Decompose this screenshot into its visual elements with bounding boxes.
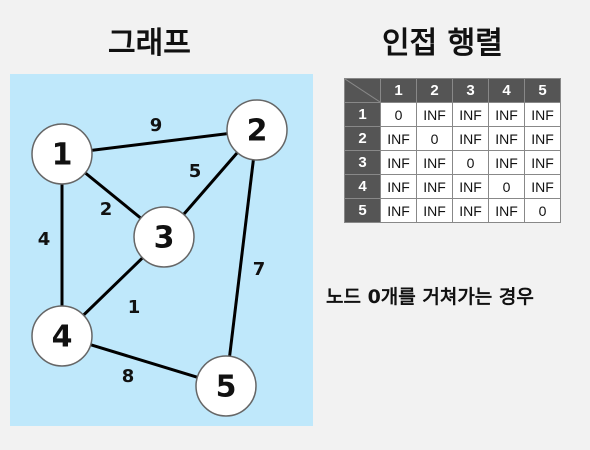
matrix-row-header: 3 [344, 150, 381, 175]
matrix-cell: 0 [524, 198, 561, 223]
edge-weight-label: 1 [128, 297, 141, 318]
matrix-cell: INF [524, 174, 561, 199]
matrix-cell: INF [488, 126, 525, 151]
matrix-cell: INF [380, 174, 417, 199]
matrix-cell: 0 [452, 150, 489, 175]
matrix-col-header: 1 [380, 78, 417, 103]
node-label: 5 [216, 370, 237, 405]
matrix-cell: INF [452, 174, 489, 199]
edge-1-2 [61, 128, 258, 156]
matrix-row-header: 1 [344, 102, 381, 127]
matrix-cell: INF [452, 126, 489, 151]
matrix-cell: 0 [380, 102, 417, 127]
edge-2-5 [224, 129, 259, 387]
graph-node-3: 3 [133, 206, 195, 268]
matrix-row: 5 INF INF INF INF 0 [344, 198, 561, 223]
matrix-cell: INF [488, 198, 525, 223]
edge-weight-label: 7 [253, 259, 266, 280]
matrix-cell: INF [524, 102, 561, 127]
matrix-col-header: 4 [488, 78, 525, 103]
edge-weight-label: 5 [189, 161, 202, 182]
matrix-col-header: 3 [452, 78, 489, 103]
matrix-cell: INF [380, 150, 417, 175]
graph-diagram: 9 2 4 5 7 1 8 1 2 3 4 5 [31, 99, 288, 417]
matrix-row-header: 4 [344, 174, 381, 199]
edge-weight-label: 2 [100, 199, 113, 220]
graph-node-4: 4 [31, 305, 93, 367]
matrix-row: 1 0 INF INF INF INF [344, 102, 561, 127]
matrix-title: 인접 행렬 [382, 26, 503, 61]
node-label: 2 [247, 114, 268, 149]
matrix-row: 4 INF INF INF 0 INF [344, 174, 561, 199]
graph-node-5: 5 [195, 355, 257, 417]
graph-node-2: 2 [226, 99, 288, 161]
graph-title: 그래프 [108, 26, 191, 61]
matrix-cell: INF [452, 198, 489, 223]
edge-weight-label: 8 [122, 366, 135, 387]
matrix-cell: INF [380, 198, 417, 223]
edge-weight-label: 9 [150, 115, 163, 136]
node-circle [31, 123, 93, 185]
node-circle [226, 99, 288, 161]
adjacency-matrix: 1 2 3 4 5 1 0 INF INF INF INF 2 INF 0 IN… [344, 78, 561, 223]
node-circle [31, 305, 93, 367]
matrix-row-header: 5 [344, 198, 381, 223]
matrix-cell: INF [524, 126, 561, 151]
matrix-header-row: 1 2 3 4 5 [344, 78, 561, 103]
graph-panel: 9 2 4 5 7 1 8 1 2 3 4 5 [10, 74, 313, 426]
matrix-cell: INF [452, 102, 489, 127]
matrix-cell: INF [524, 150, 561, 175]
matrix-row: 2 INF 0 INF INF INF [344, 126, 561, 151]
node-label: 1 [52, 138, 73, 173]
matrix-cell: INF [416, 198, 453, 223]
matrix-cell: INF [488, 102, 525, 127]
matrix-cell: INF [416, 102, 453, 127]
caption-text: 노드 0개를 거쳐가는 경우 [326, 286, 534, 308]
matrix-cell: INF [416, 150, 453, 175]
edge-weight-label: 4 [38, 229, 51, 250]
matrix-col-header: 2 [416, 78, 453, 103]
node-circle [195, 355, 257, 417]
matrix-cell: 0 [416, 126, 453, 151]
node-label: 4 [52, 320, 73, 355]
node-label: 3 [154, 221, 175, 256]
matrix-cell: INF [380, 126, 417, 151]
matrix-col-header: 5 [524, 78, 561, 103]
matrix-corner [344, 78, 381, 103]
matrix-row-header: 2 [344, 126, 381, 151]
graph-node-1: 1 [31, 123, 93, 185]
node-circle [133, 206, 195, 268]
matrix-cell: 0 [488, 174, 525, 199]
matrix-cell: INF [488, 150, 525, 175]
matrix-row: 3 INF INF 0 INF INF [344, 150, 561, 175]
matrix-cell: INF [416, 174, 453, 199]
